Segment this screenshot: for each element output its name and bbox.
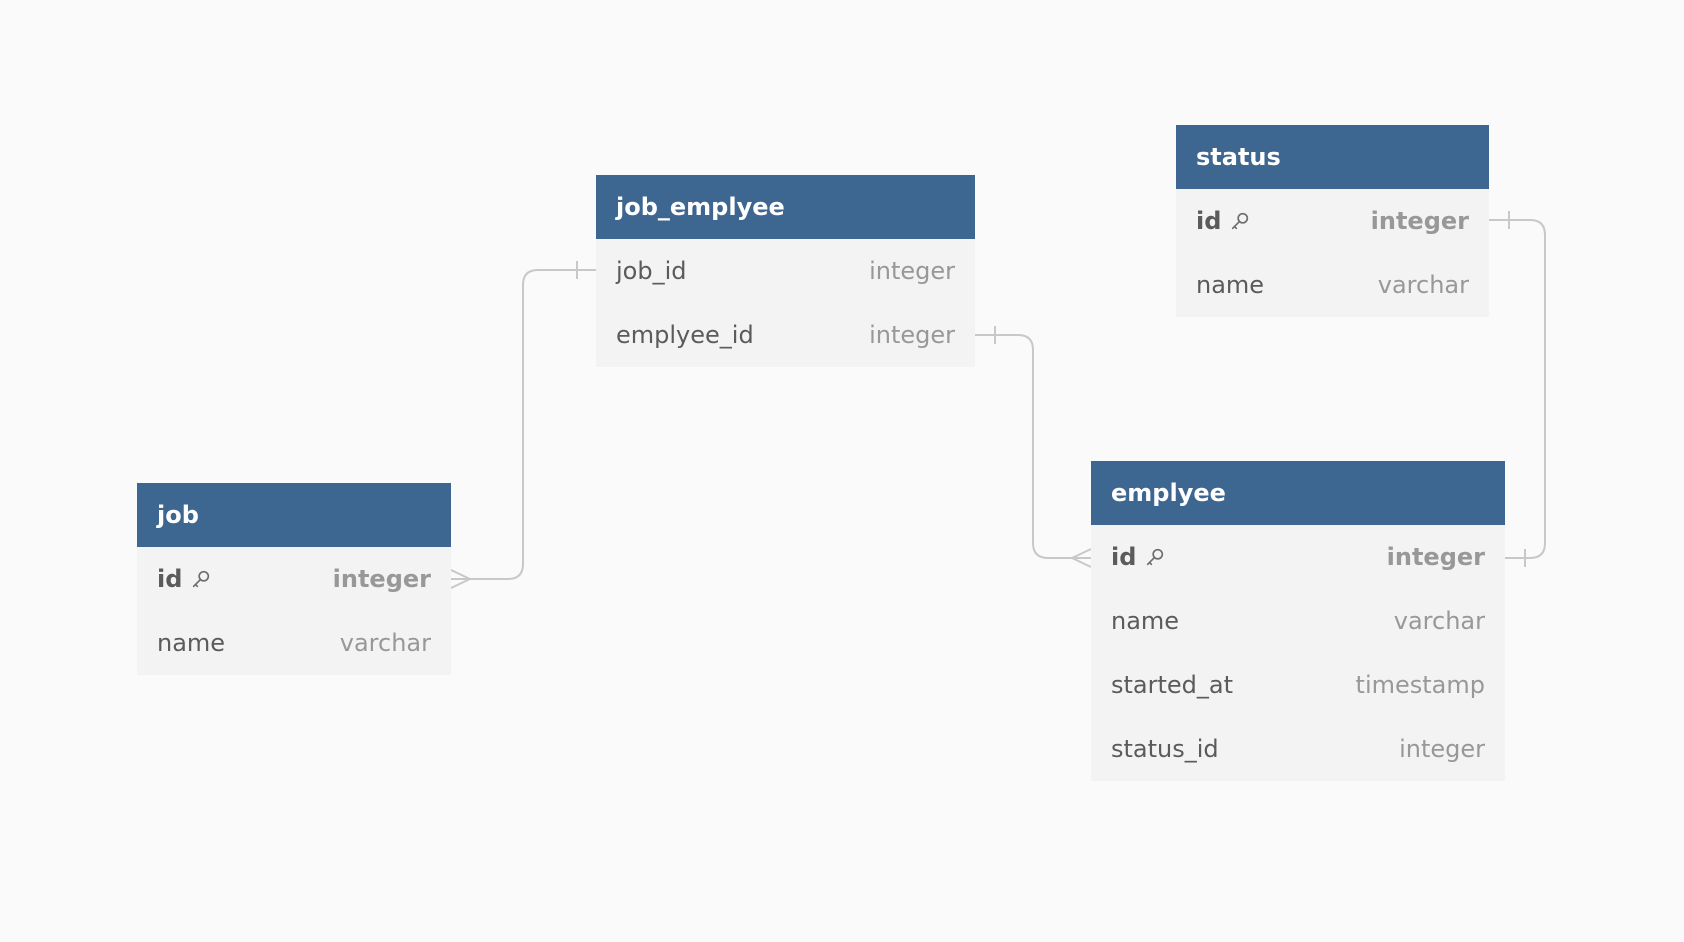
field-row-id[interactable]: id integer (1176, 189, 1489, 253)
field-row-status-id[interactable]: status_id integer (1091, 717, 1505, 781)
field-type: integer (1386, 543, 1485, 571)
table-emplyee[interactable]: emplyee id integer name varchar started_at ti… (1091, 461, 1505, 781)
field-name-label: started_at (1111, 671, 1234, 699)
field-type: timestamp (1355, 671, 1485, 699)
field-name-label: id (157, 565, 183, 593)
field-type: varchar (339, 629, 431, 657)
field-name: emplyee_id (616, 321, 754, 349)
field-type: integer (1370, 207, 1469, 235)
relationship-status-to-emplyee[interactable] (1489, 219, 1546, 559)
field-type: integer (869, 257, 955, 285)
field-row-started-at[interactable]: started_at timestamp (1091, 653, 1505, 717)
field-name: status_id (1111, 735, 1219, 763)
field-name: job_id (616, 257, 687, 285)
field-name: name (157, 629, 225, 657)
field-name: name (1196, 271, 1264, 299)
key-icon (1144, 546, 1166, 568)
crowfoot-many-marker (1071, 548, 1092, 568)
field-name: id (157, 565, 212, 593)
field-row-name[interactable]: name varchar (1091, 589, 1505, 653)
field-name-label: id (1196, 207, 1222, 235)
field-list: id integer name varchar (1176, 189, 1489, 317)
relationship-job-emplyee-to-emplyee[interactable] (975, 334, 1091, 559)
crowfoot-many-marker (450, 569, 471, 589)
field-type: varchar (1393, 607, 1485, 635)
field-row-job-id[interactable]: job_id integer (596, 239, 975, 303)
field-list: id integer name varchar (137, 547, 451, 675)
field-row-emplyee-id[interactable]: emplyee_id integer (596, 303, 975, 367)
field-name-label: name (1196, 271, 1265, 299)
field-row-id[interactable]: id integer (1091, 525, 1505, 589)
field-type: integer (869, 321, 955, 349)
field-name-label: id (1111, 543, 1137, 571)
field-name-label: name (1111, 607, 1180, 635)
table-header[interactable]: emplyee (1091, 461, 1505, 525)
field-name-label: name (157, 629, 226, 657)
key-icon (190, 568, 212, 590)
table-header[interactable]: job_emplyee (596, 175, 975, 239)
field-type: integer (1399, 735, 1485, 763)
field-name-label: status_id (1111, 735, 1219, 763)
field-name: id (1111, 543, 1166, 571)
field-row-name[interactable]: name varchar (1176, 253, 1489, 317)
field-name-label: emplyee_id (616, 321, 754, 349)
field-name-label: job_id (616, 257, 687, 285)
field-name: started_at (1111, 671, 1233, 699)
relationship-job-to-job-emplyee[interactable] (451, 269, 596, 580)
table-job[interactable]: job id integer name varchar (137, 483, 451, 675)
table-header[interactable]: job (137, 483, 451, 547)
field-type: varchar (1377, 271, 1469, 299)
field-name: id (1196, 207, 1251, 235)
field-name: name (1111, 607, 1179, 635)
key-icon (1229, 210, 1251, 232)
table-header[interactable]: status (1176, 125, 1489, 189)
field-row-name[interactable]: name varchar (137, 611, 451, 675)
field-row-id[interactable]: id integer (137, 547, 451, 611)
table-status[interactable]: status id integer name varchar (1176, 125, 1489, 317)
field-type: integer (332, 565, 431, 593)
